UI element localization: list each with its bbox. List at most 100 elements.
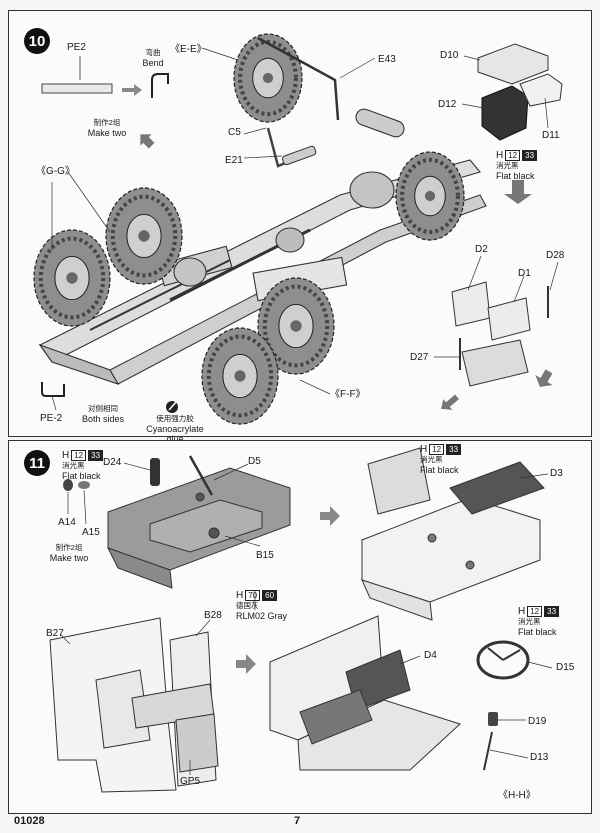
make-two-note-cn: 制作2组 xyxy=(93,118,121,127)
label-e21: E21 xyxy=(225,155,243,166)
paint-h: H xyxy=(62,449,70,461)
label-d19: D19 xyxy=(528,716,547,727)
arrow-right-icon xyxy=(320,506,340,526)
chassis-frame xyxy=(38,108,487,385)
page-number: 7 xyxy=(294,815,301,827)
arrow-icon xyxy=(140,134,155,149)
d5-part xyxy=(188,455,214,496)
paint-code-1: 70 xyxy=(245,590,261,601)
tire-tread xyxy=(110,194,178,278)
steering-spoke xyxy=(502,649,521,661)
label-hh: 《H-H》 xyxy=(498,790,536,801)
make-two-note-cn: 制作2组 xyxy=(55,543,83,552)
paint-name-en: Flat black xyxy=(518,627,557,637)
paint-h: H xyxy=(496,149,504,161)
label-b15: B15 xyxy=(256,550,274,561)
cab-interior xyxy=(269,615,461,771)
label-d27: D27 xyxy=(410,352,429,363)
paint-name-en: Flat black xyxy=(420,465,459,475)
wheel-hub xyxy=(138,230,150,242)
leader-lines xyxy=(51,47,559,411)
paint-code-1: 12 xyxy=(505,150,521,161)
cab-floor-assembled xyxy=(361,447,545,621)
paint-code-2: 60 xyxy=(262,590,278,601)
e21-part xyxy=(282,145,317,166)
d11-part xyxy=(519,73,563,107)
tire-group xyxy=(33,33,465,425)
paint-name-en: Flat black xyxy=(496,171,535,181)
d19-part xyxy=(488,712,498,726)
label-d15: D15 xyxy=(556,662,575,673)
paint-code-2: 33 xyxy=(446,444,462,455)
tire-tread xyxy=(262,284,330,368)
label-d5: D5 xyxy=(248,456,261,467)
paint-code-1: 12 xyxy=(429,444,445,455)
wheel-hub xyxy=(290,320,302,332)
d15-steering-wheel xyxy=(476,640,530,680)
paint-name-cn: 消光黑 xyxy=(496,161,519,170)
steering-rod xyxy=(257,36,340,121)
label-d4: D4 xyxy=(424,650,437,661)
tire-tread xyxy=(206,334,274,418)
paint-code-2: 33 xyxy=(522,150,538,161)
bend-note-en: Bend xyxy=(142,58,164,68)
label-ee: 《E-E》 xyxy=(170,44,207,55)
both-sides-note-en: Both sides xyxy=(81,414,125,424)
make-two-note-en: Make two xyxy=(87,128,127,138)
label-d13: D13 xyxy=(530,752,549,763)
d13-part xyxy=(483,731,493,771)
make-two-note-en: Make two xyxy=(49,553,89,563)
catalog-number: 01028 xyxy=(14,815,45,827)
steering-spoke xyxy=(487,647,504,661)
bent-part xyxy=(151,73,169,98)
label-c5: C5 xyxy=(228,127,241,138)
paint-name-en: RLM02 Gray xyxy=(236,611,288,621)
step-11-number: 11 xyxy=(24,450,50,476)
label-a15: A15 xyxy=(82,527,100,538)
glue-note-en: Cyanoacrylate glue xyxy=(146,424,204,444)
label-pe2: PE2 xyxy=(67,42,86,53)
paint-code-1: 12 xyxy=(527,606,543,617)
paint-code-2: 33 xyxy=(544,606,560,617)
label-d11: D11 xyxy=(542,130,560,141)
label-d24: D24 xyxy=(103,457,122,468)
seat-assembly xyxy=(451,281,549,387)
paint-name-cn: 消光黑 xyxy=(518,617,541,626)
step-10-number: 10 xyxy=(24,28,50,54)
paint-h: H xyxy=(236,589,244,601)
label-d1: D1 xyxy=(518,268,531,279)
wheel-hub xyxy=(262,72,274,84)
label-d3: D3 xyxy=(550,468,563,479)
arrow-icon xyxy=(441,394,459,410)
both-sides-note-cn: 对侧相同 xyxy=(88,404,118,413)
paint-name-cn: 德国灰 xyxy=(236,601,259,610)
bend-note-cn: 弯曲 xyxy=(145,48,161,57)
label-d10: D10 xyxy=(440,50,459,61)
d24-part xyxy=(150,458,160,486)
arrow-right-icon xyxy=(236,654,256,674)
arrow-right-icon xyxy=(122,84,142,96)
label-e43: E43 xyxy=(378,54,396,65)
label-gg: 《G-G》 xyxy=(36,166,75,177)
label-d28: D28 xyxy=(546,250,565,261)
arrow-down-icon xyxy=(504,180,532,204)
label-d12: D12 xyxy=(438,99,457,110)
d10-part xyxy=(477,43,549,85)
tire-tread xyxy=(400,157,460,235)
a14-part xyxy=(63,479,73,491)
paint-name-en: Flat black xyxy=(62,471,101,481)
label-b27: B27 xyxy=(46,628,64,639)
paint-code-2: 33 xyxy=(88,450,104,461)
label-a14: A14 xyxy=(58,517,76,528)
paint-name-cn: 消光黑 xyxy=(420,455,443,464)
pe2-strip xyxy=(41,83,113,94)
wheel-hub xyxy=(424,190,436,202)
